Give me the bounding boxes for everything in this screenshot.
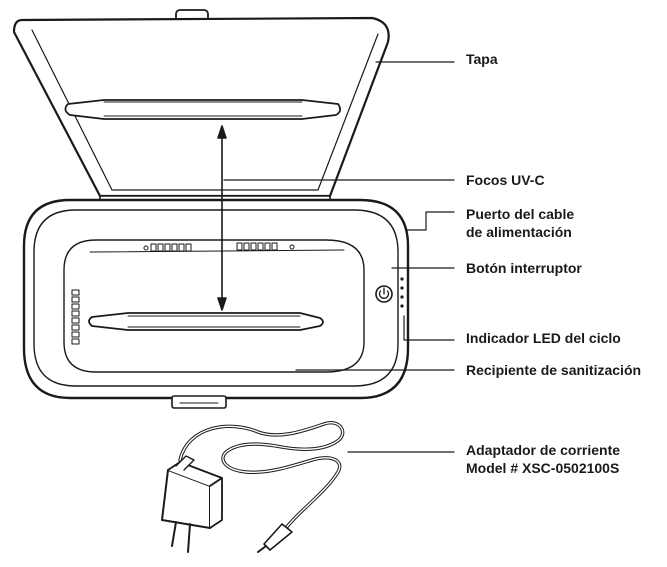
lid [12,9,390,215]
label-lid: Tapa [466,51,498,67]
uvc-lamp-bottom [88,312,324,331]
cycle-led-dots [400,277,404,308]
label-power-button: Botón interruptor [466,260,582,276]
label-power-adapter: Adaptador de corriente Model # XSC-05021… [466,442,621,476]
double-arrow [217,125,227,311]
cable-plug [263,523,293,551]
leader-lines [223,61,455,453]
adapter-prongs [171,521,191,553]
label-uvc-lamps: Focos UV-C [466,172,545,188]
led-strip-left [71,289,80,345]
base-rim [33,209,399,387]
base [22,125,410,409]
base-outer [22,198,410,400]
lid-lamp-tube [64,99,341,120]
power-adapter [161,421,345,553]
label-cycle-led: Indicador LED del ciclo [466,330,621,346]
led-strip-top-left [143,243,192,252]
led-strip-top-right [236,242,295,251]
sanitizing-tray [63,239,365,373]
label-power-port: Puerto del cable de alimentación [466,206,575,240]
front-latch [171,395,227,409]
label-sanitizing-tray: Recipiente de sanitización [466,362,642,378]
